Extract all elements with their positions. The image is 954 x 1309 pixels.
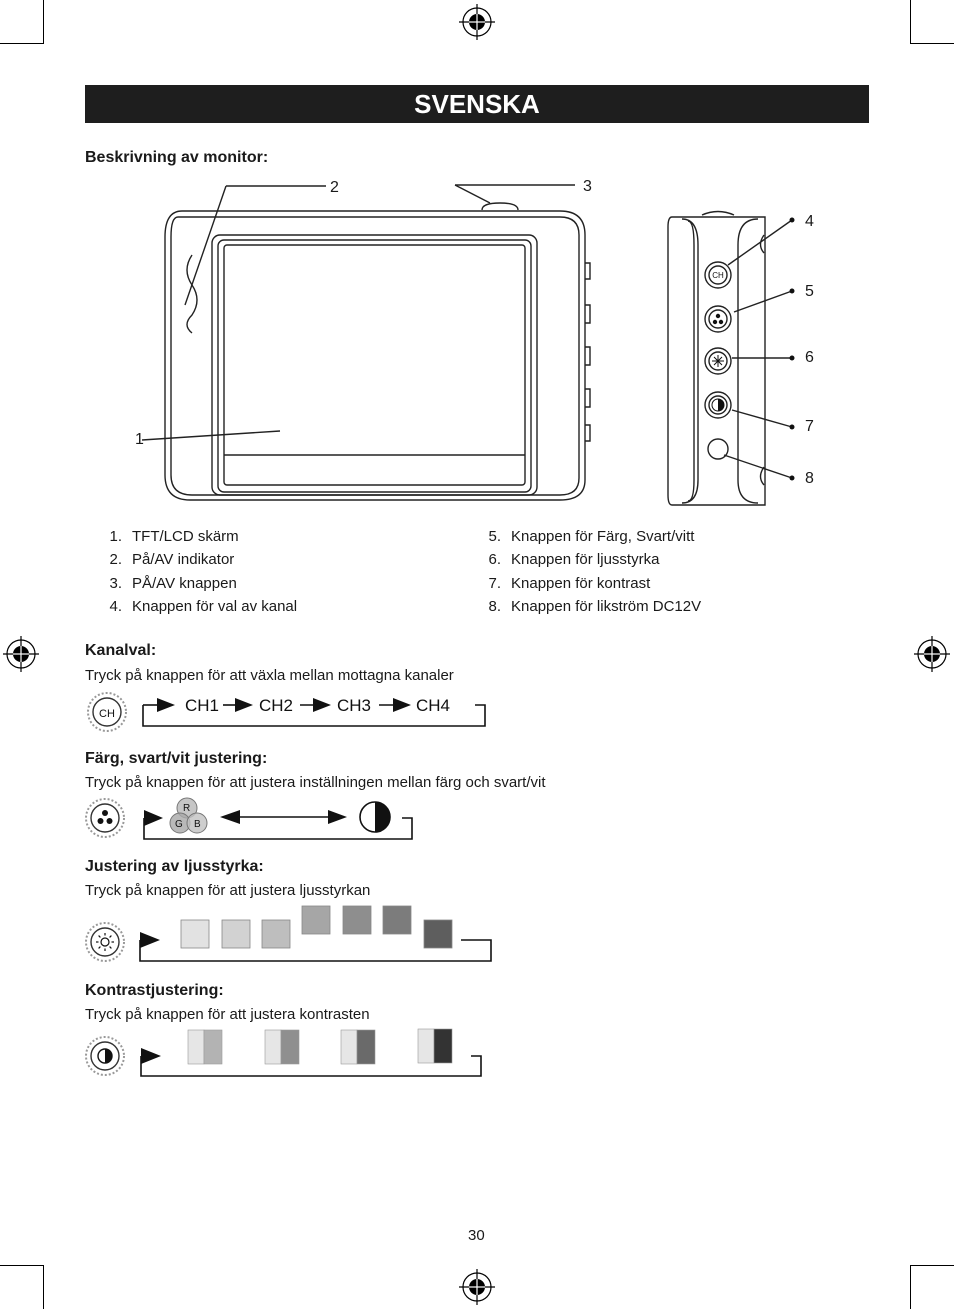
brightness-swatch — [180, 919, 210, 949]
list-item: 5.Knappen för Färg, Svart/vitt — [488, 528, 695, 545]
channel-sequence-diagram: CH CH1 CH2 CH3 CH4 — [87, 692, 486, 732]
callout-4: 4 — [805, 213, 814, 230]
section-text-channel: Tryck på knappen för att växla mellan mo… — [85, 667, 454, 684]
crop-mark — [910, 1265, 954, 1266]
list-item: 6.Knappen för ljusstyrka — [488, 551, 660, 569]
list-item: 1.TFT/LCD skärm — [109, 528, 239, 545]
monitor-heading: Beskrivning av monitor: — [85, 149, 269, 166]
side-ch-label: CH — [712, 271, 724, 280]
list-item: 7.Knappen för kontrast — [488, 574, 651, 592]
svg-text:B: B — [194, 819, 201, 830]
crop-mark — [910, 43, 954, 44]
ch-button-icon: CH — [87, 692, 127, 732]
rgb-circles-icon: R G B — [169, 797, 208, 834]
section-heading-channel: Kanalval: — [85, 642, 157, 659]
callout-8: 8 — [805, 470, 814, 487]
section-heading-brightness: Justering av ljusstyrka: — [85, 858, 264, 875]
contrast-level-swatches — [187, 1028, 453, 1065]
parts-list-left: 1.TFT/LCD skärm 2.På/AV indikator 3.PÅ/A… — [98, 525, 297, 618]
channel-label: CH1 — [185, 696, 219, 715]
crop-mark — [43, 0, 44, 44]
svg-text:CH: CH — [99, 708, 115, 720]
section-text-contrast: Tryck på knappen för att justera kontras… — [85, 1006, 370, 1023]
section-heading-color: Färg, svart/vit justering: — [85, 750, 268, 767]
crop-mark — [910, 1265, 911, 1309]
crop-mark — [43, 1265, 44, 1309]
callout-5: 5 — [805, 283, 814, 300]
list-item: 3.PÅ/AV knappen — [109, 574, 237, 592]
brightness-sequence-diagram — [85, 905, 492, 962]
monitor-front-diagram — [141, 184, 591, 501]
parts-list-right: 5.Knappen för Färg, Svart/vitt 6.Knappen… — [477, 525, 701, 618]
callout-6: 6 — [805, 349, 814, 366]
list-item: 4.Knappen för val av kanal — [109, 597, 298, 615]
crop-mark — [0, 1265, 44, 1266]
color-sequence-diagram: R G B — [85, 797, 413, 840]
svg-text:R: R — [183, 803, 190, 814]
brightness-swatch — [301, 905, 331, 935]
callout-7: 7 — [805, 418, 814, 435]
brightness-button-icon — [85, 922, 125, 962]
page-header: SVENSKA — [85, 85, 869, 123]
brightness-swatch — [221, 919, 251, 949]
registration-mark-icon — [459, 4, 495, 40]
channel-label: CH4 — [416, 696, 450, 715]
page-number: 30 — [468, 1227, 485, 1244]
section-heading-contrast: Kontrastjustering: — [85, 982, 224, 999]
crop-mark — [910, 0, 911, 44]
list-item: 2.På/AV indikator — [109, 551, 235, 569]
section-text-brightness: Tryck på knappen för att justera ljussty… — [85, 882, 371, 899]
channel-label: CH2 — [259, 696, 293, 715]
section-text-color: Tryck på knappen för att justera inställ… — [85, 774, 546, 791]
brightness-swatch — [423, 919, 453, 949]
list-item: 8.Knappen för likström DC12V — [488, 597, 702, 615]
registration-mark-icon — [459, 1269, 495, 1305]
callout-2: 2 — [330, 179, 339, 196]
brightness-swatch — [382, 905, 412, 935]
brightness-level-swatches — [180, 905, 453, 949]
callout-1: 1 — [135, 431, 144, 448]
svg-text:G: G — [175, 819, 183, 830]
contrast-button-icon — [85, 1036, 125, 1076]
color-button-icon — [85, 798, 125, 838]
brightness-swatch — [261, 919, 291, 949]
callout-3: 3 — [583, 178, 592, 195]
registration-mark-icon — [914, 636, 950, 672]
brightness-swatch — [342, 905, 372, 935]
monitor-side-diagram: CH — [667, 210, 795, 506]
crop-mark — [0, 43, 44, 44]
registration-mark-icon — [3, 636, 39, 672]
contrast-sequence-diagram — [85, 1028, 482, 1077]
channel-label: CH3 — [337, 696, 371, 715]
half-black-circle-icon — [359, 801, 391, 833]
